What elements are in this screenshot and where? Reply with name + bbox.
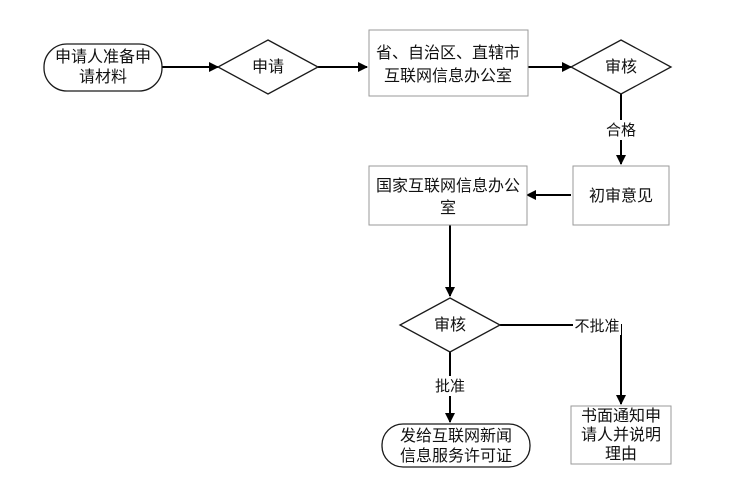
review1-label: 审核 [605, 57, 637, 76]
review1-diamond [569, 39, 673, 95]
preliminary-opinion-box [572, 165, 670, 226]
start-node [43, 43, 163, 92]
issue-license-node [381, 423, 531, 468]
arrow-review2-to-written-notice [500, 324, 626, 405]
issue-license-label-line2: 信息服务许可证 [400, 446, 512, 465]
apply-diamond [216, 39, 320, 95]
label-backing-approved [432, 376, 468, 396]
edge-label-approved: 批准 [435, 377, 465, 395]
written-notice-label-line2: 请人并说明 [581, 425, 661, 444]
start-node-label-line2: 请材料 [79, 67, 127, 86]
issue-license-label-line1: 发给互联网新闻 [400, 426, 512, 445]
review2-label: 审核 [434, 315, 466, 334]
written-notice-label-line1: 书面通知申 [581, 406, 661, 425]
review2-diamond [398, 297, 502, 353]
provincial-office-label-line2: 互联网信息办公室 [384, 66, 512, 85]
provincial-office-label-line1: 省、自治区、直辖市 [376, 43, 520, 62]
national-office-box [368, 165, 528, 226]
written-notice-label-line3: 理由 [605, 444, 637, 463]
provincial-office-box [368, 29, 529, 97]
label-backing-qualified [603, 120, 639, 140]
apply-label: 申请 [252, 57, 284, 76]
preliminary-opinion-label: 初审意见 [589, 186, 653, 205]
national-office-label-line1: 国家互联网信息办公 [376, 176, 520, 195]
label-backing-not-approved [573, 315, 621, 335]
national-office-label-line2: 室 [440, 198, 456, 217]
edge-label-not-approved: 不批准 [574, 317, 619, 335]
written-notice-box [570, 405, 672, 465]
start-node-label-line1: 申请人准备申 [55, 47, 151, 66]
edge-label-qualified: 合格 [606, 121, 636, 139]
